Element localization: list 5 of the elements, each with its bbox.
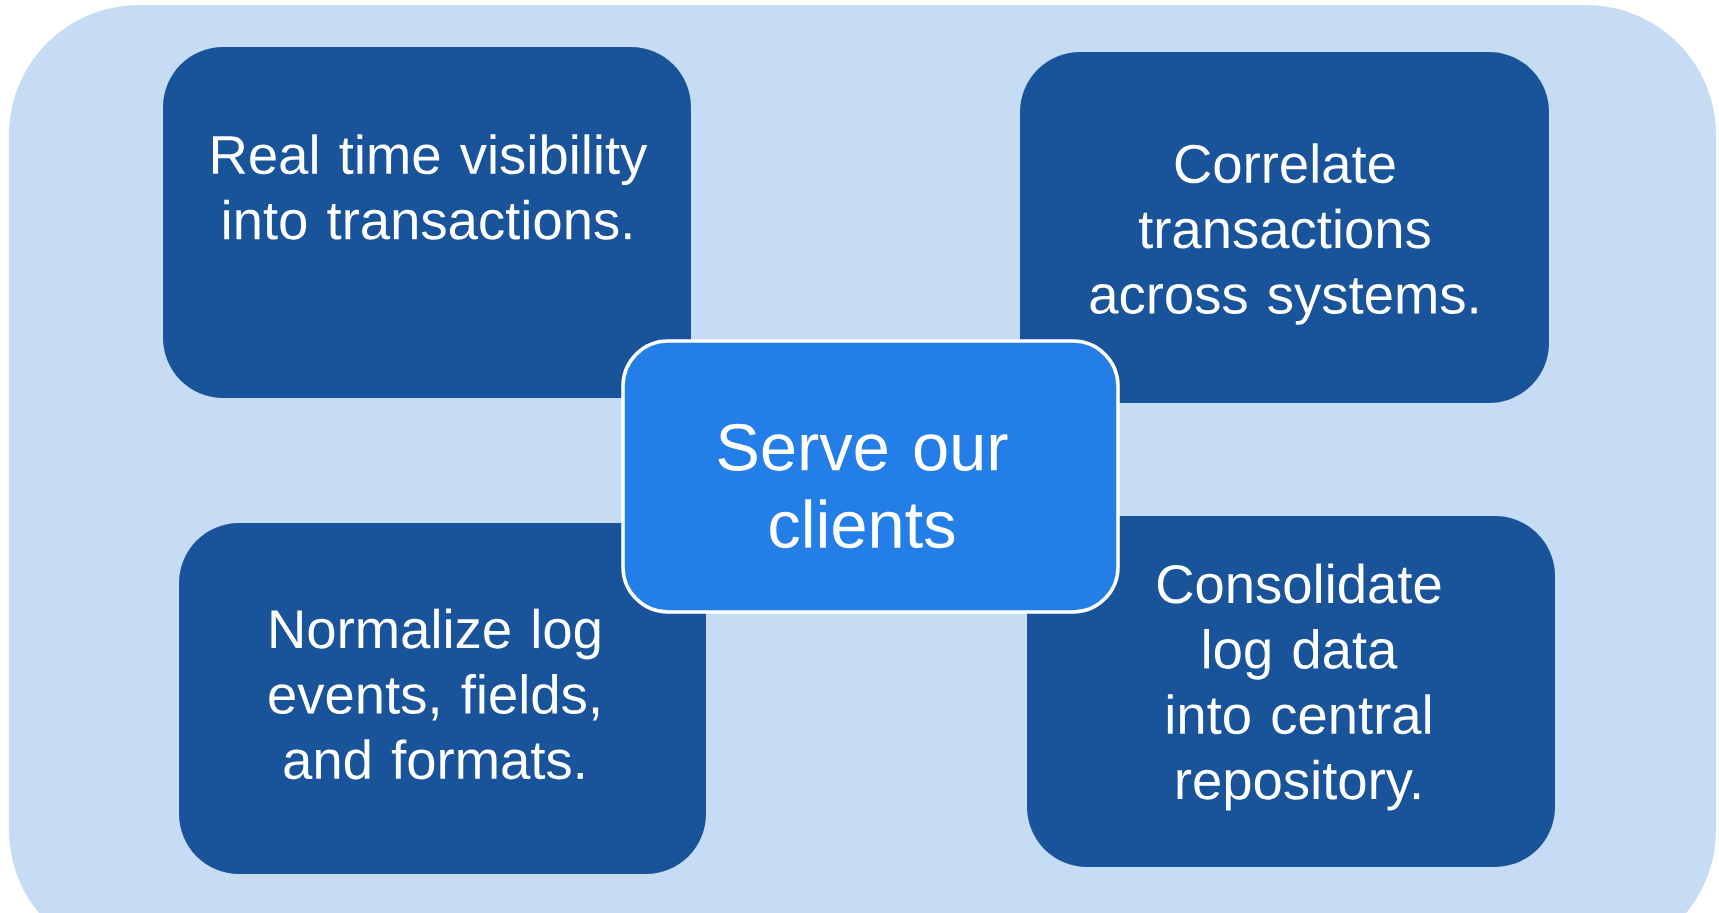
rounded-box: Real time visibility into transactions. (163, 47, 691, 398)
center-box: Serve our clients (621, 339, 1120, 614)
rounded-box: Correlate transactions across systems. (1020, 52, 1549, 403)
rounded-box: Normalize log events, fields, and formats. (179, 523, 706, 874)
rounded-box: Consolidate log data into central repository. (1027, 516, 1555, 867)
